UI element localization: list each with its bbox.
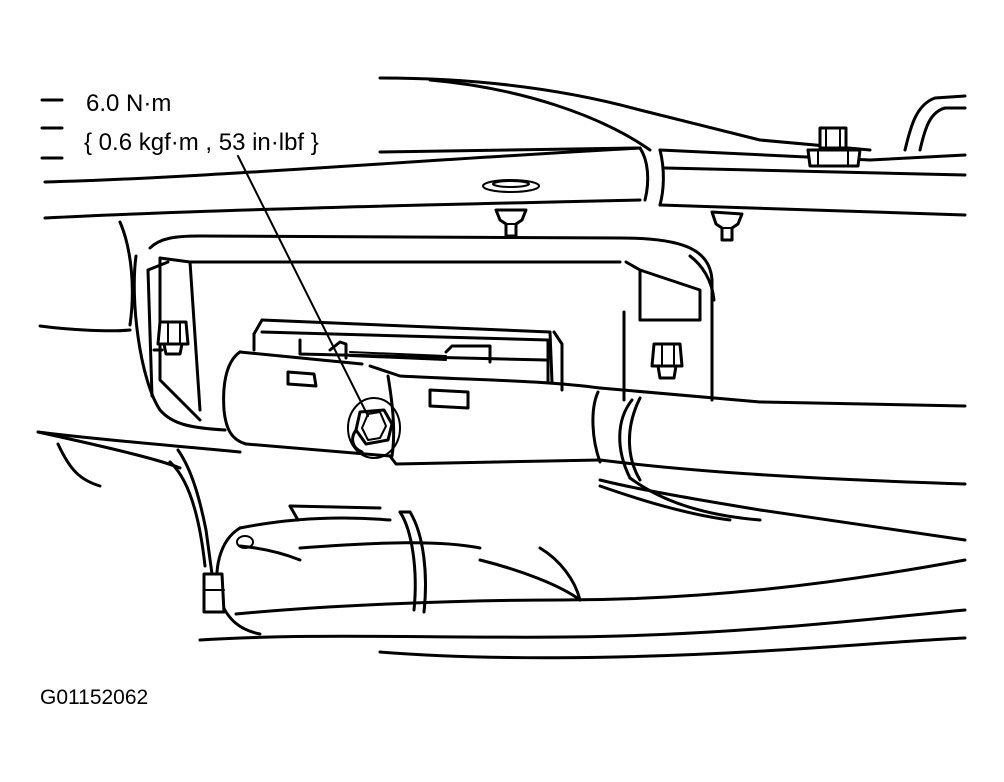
right-stud-nut [650,342,684,380]
retaining-clip [710,210,744,242]
airbag-module [222,318,602,466]
leader-line [237,155,369,417]
figure-id: G01152062 [40,686,148,709]
module-recess-frame [132,234,716,432]
retaining-clip [494,208,528,238]
mounting-bolt [806,126,862,168]
column-tube [591,386,967,486]
torque-value-nm: 6.0 N·m [86,90,171,117]
side-trim [36,220,242,454]
steering-component [176,448,582,636]
torque-value-alt: { 0.6 kgf·m , 53 in·lbf } [84,129,319,156]
lower-panel [36,430,967,660]
upper-panel [40,76,967,220]
left-stud-nut [152,320,190,356]
